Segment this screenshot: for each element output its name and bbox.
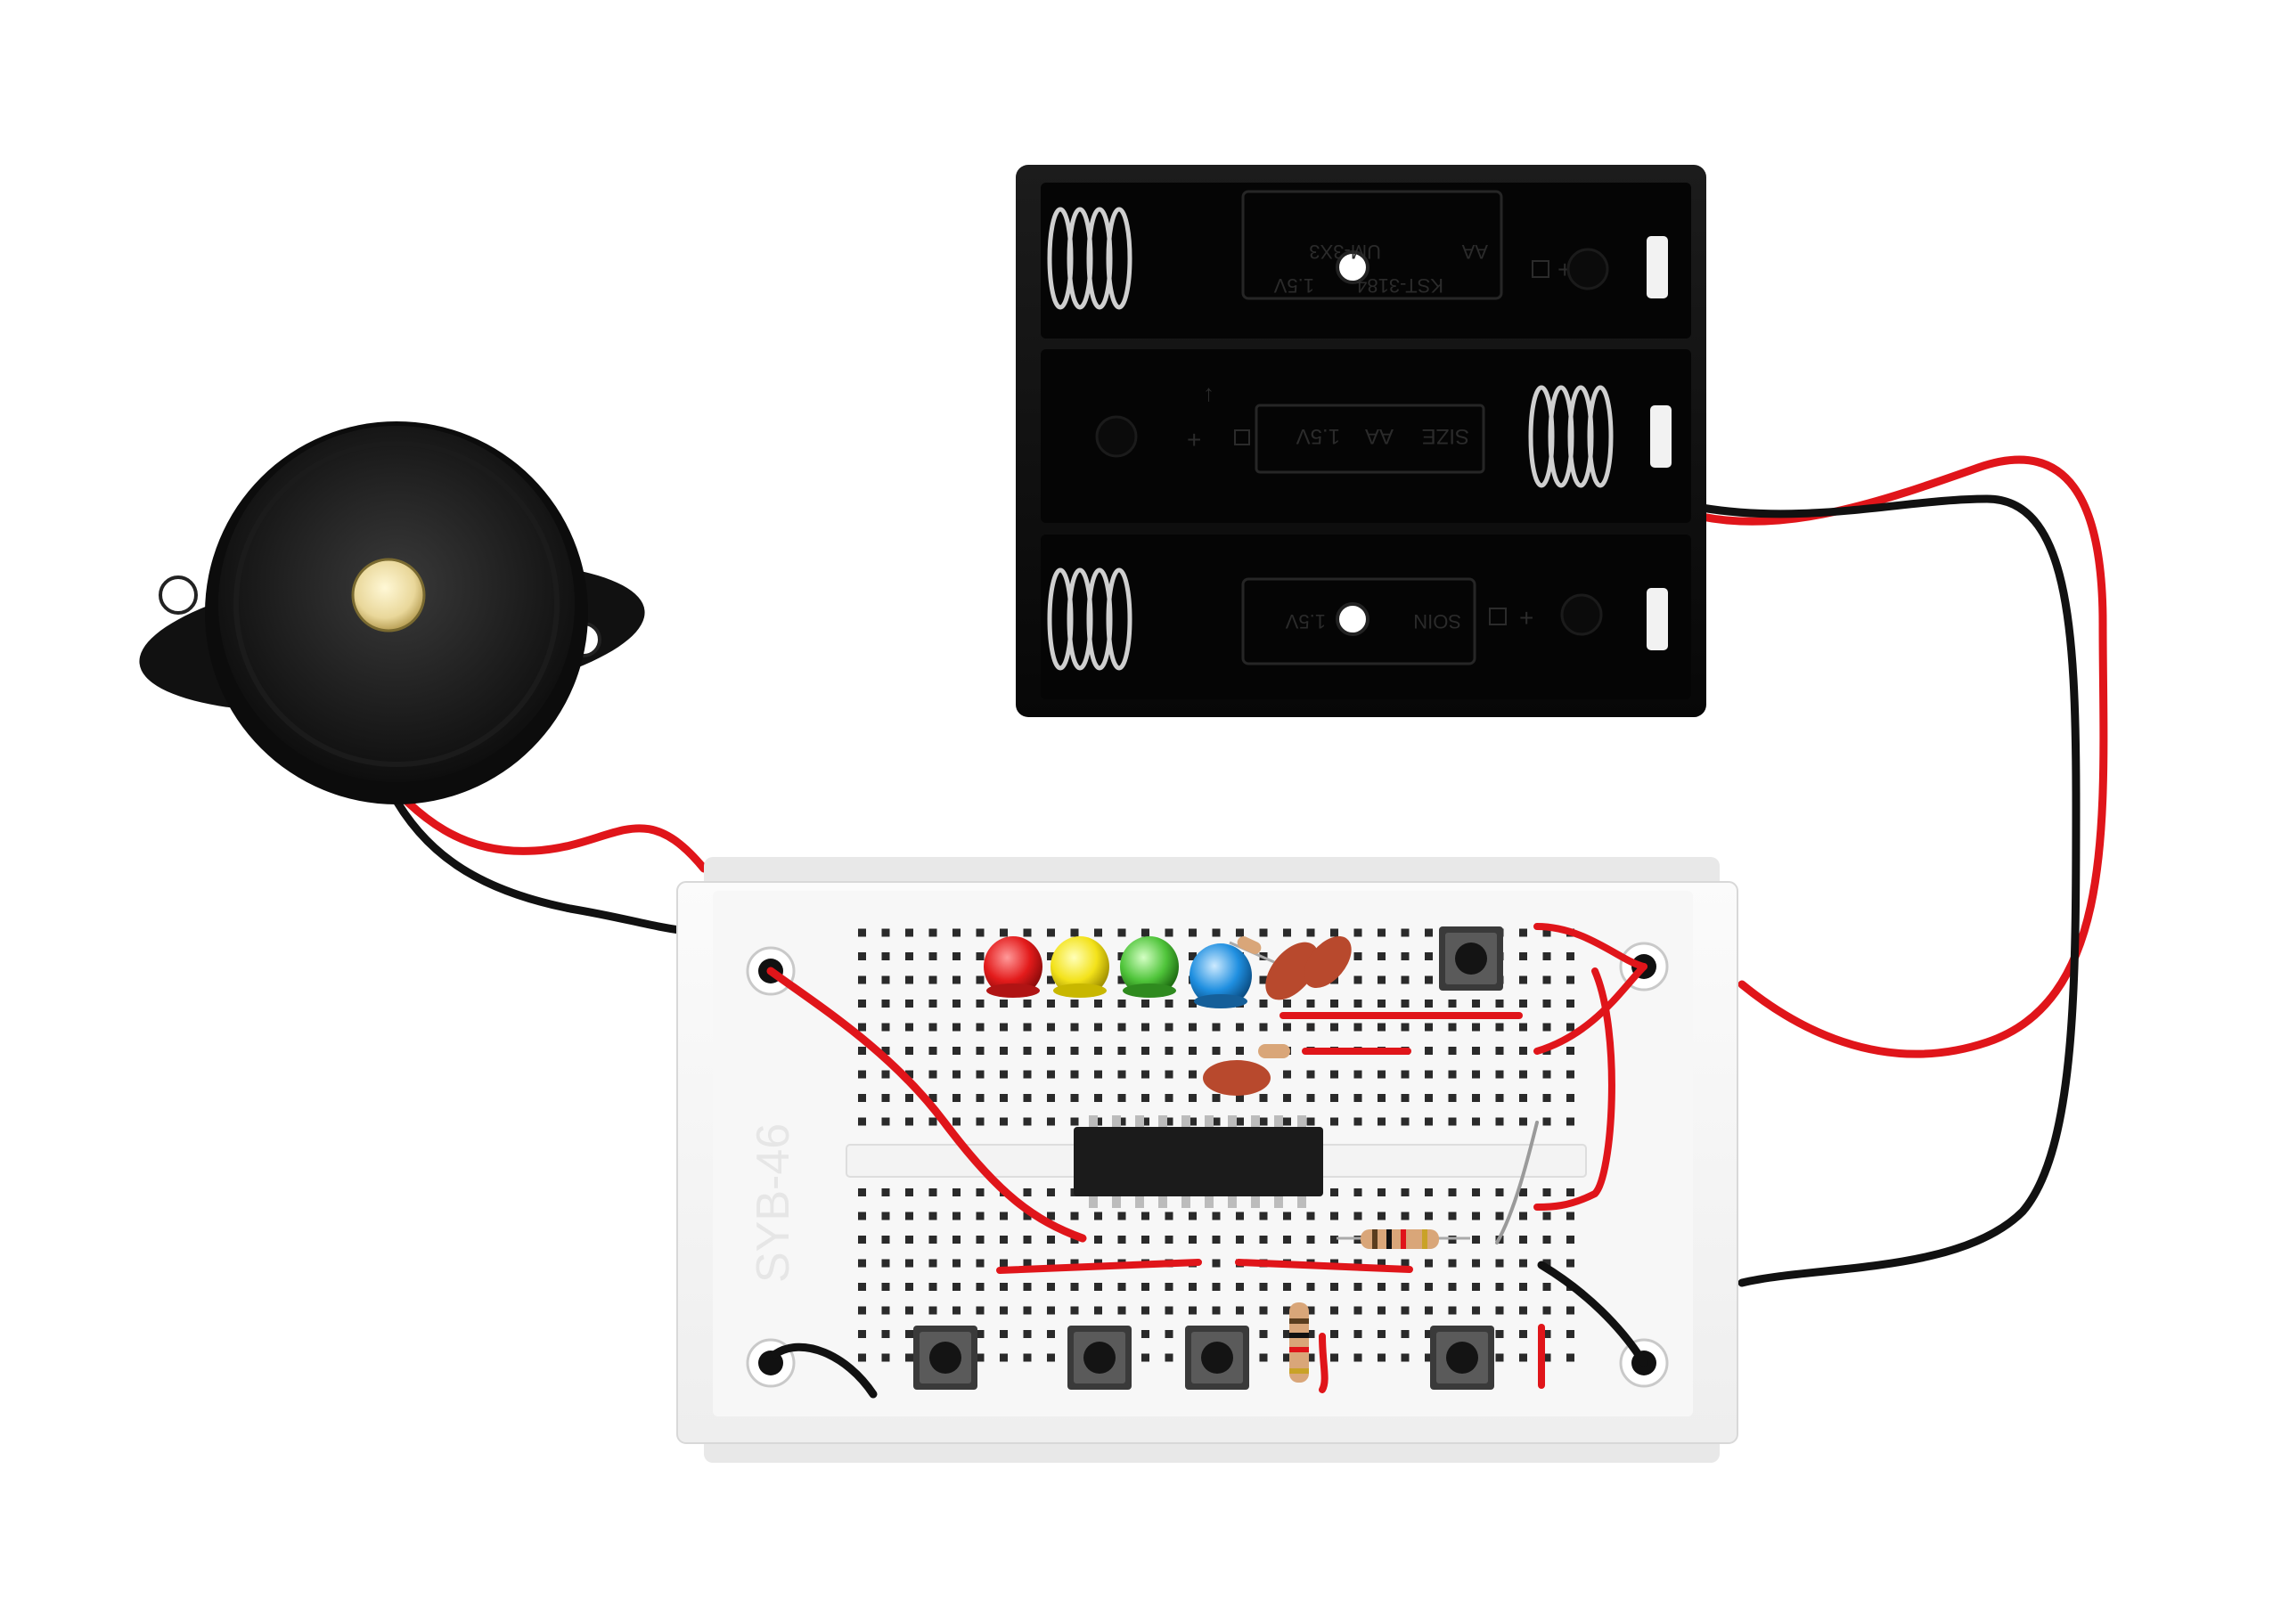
battery-red-wire [1697, 455, 2108, 1058]
resistor-icon [1289, 1302, 1309, 1383]
battery-holder-icon: UM-3X3 AA KST-3184 1.5V + + ↑ SIZE AA 1.… [1016, 165, 1706, 717]
battery-black-wire [1697, 494, 2081, 1287]
ic-chip-icon [1074, 1115, 1323, 1208]
battery-size-label-top: AA [1461, 241, 1488, 263]
led-row [984, 936, 1252, 1008]
battery-plus-bottom: + [1519, 604, 1533, 632]
contact-bottom-right [1647, 588, 1668, 650]
battery-voltage-middle: 1.5V [1296, 424, 1340, 448]
contact-middle-right [1650, 405, 1672, 468]
led-icon [1190, 943, 1252, 1008]
piezo-buzzer-icon [139, 421, 645, 804]
resistor-icon [1229, 936, 1275, 964]
battery-brand-label: SOIN [1413, 610, 1461, 632]
passives [1203, 935, 1470, 1383]
resistor-icon [1258, 1044, 1290, 1058]
push-button-icon[interactable] [1067, 1326, 1132, 1390]
board-jumper-wires [766, 923, 1648, 1399]
contact-top-right [1647, 236, 1668, 298]
spring-middle-right [1528, 385, 1614, 488]
led-icon [984, 936, 1042, 998]
breadboard-model-label: SYB-46 [748, 1123, 799, 1283]
buzzer-red-wire [370, 762, 708, 873]
push-buttons [913, 926, 1503, 1390]
resistor-icon [1337, 1229, 1470, 1249]
battery-voltage-bottom: 1.5V [1285, 610, 1326, 632]
push-button-icon[interactable] [1430, 1326, 1494, 1390]
capacitor-icon [1265, 935, 1352, 1000]
external-wires [370, 455, 2108, 1287]
battery-plus-middle: + [1187, 426, 1201, 453]
buzzer-mount-hole-left [159, 575, 198, 615]
battery-size-word: SIZE [1422, 424, 1469, 448]
battery-arrow: ↑ [1203, 379, 1214, 406]
battery-bottom-label: SOIN 1.5V + [1241, 577, 1603, 665]
spring-top-left [1047, 207, 1132, 310]
spring-bottom-left [1047, 567, 1132, 671]
push-button-icon[interactable] [1439, 926, 1503, 991]
battery-middle-label: + ↑ SIZE AA 1.5V [1095, 379, 1485, 474]
battery-top-label: UM-3X3 AA KST-3184 1.5V + [1241, 190, 1609, 300]
battery-voltage-top: 1.5V [1273, 274, 1314, 297]
led-icon [1051, 936, 1109, 998]
push-button-icon[interactable] [1185, 1326, 1249, 1390]
battery-part-label: KST-3184 [1356, 274, 1443, 297]
buzzer-black-wire [379, 771, 691, 935]
battery-size-middle: AA [1365, 424, 1394, 448]
battery-model-label: UM-3X3 [1309, 241, 1381, 263]
push-button-icon[interactable] [913, 1326, 977, 1390]
capacitor-icon [1203, 1060, 1271, 1096]
buzzer-brass-disc [351, 558, 426, 632]
led-icon [1120, 936, 1179, 998]
